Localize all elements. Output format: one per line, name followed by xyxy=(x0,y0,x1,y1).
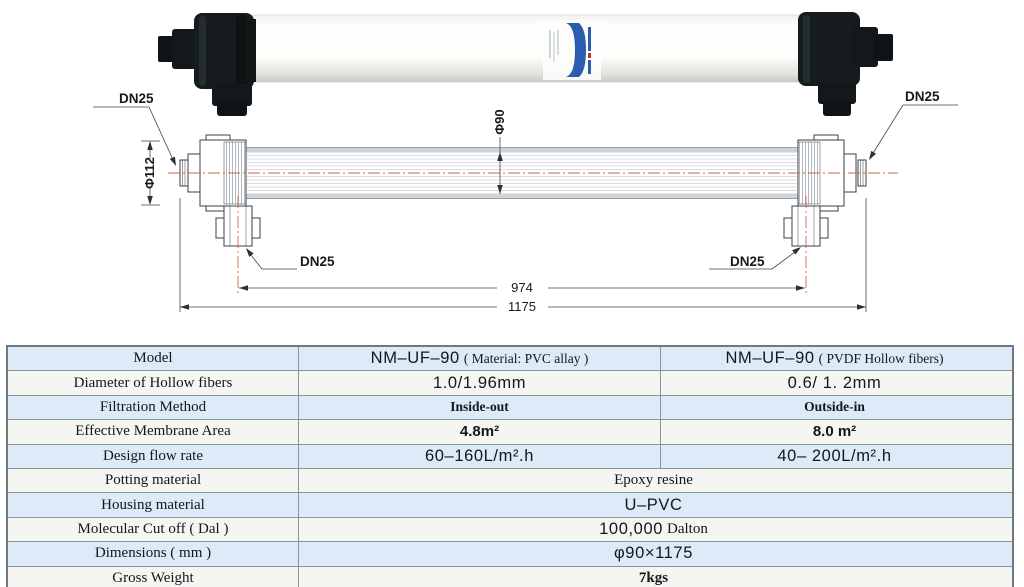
product-label xyxy=(543,20,601,80)
dim-974-label: 974 xyxy=(511,280,533,295)
table-cell-value: U–PVC xyxy=(299,493,1008,516)
table-cell-value: 60–160L/m².h xyxy=(299,444,661,468)
cell-value: 40– 200L/m².h xyxy=(777,446,892,465)
centerlines xyxy=(168,172,898,296)
row-label: Model xyxy=(133,350,173,367)
table-cell-value: Outside-in xyxy=(661,396,1008,419)
dia112-label: Φ112 xyxy=(142,157,157,189)
label-blue-band xyxy=(566,23,586,77)
dim-1175-label: 1175 xyxy=(508,299,536,314)
table-cell-label: Effective Membrane Area xyxy=(8,420,299,444)
cell-note: Dalton xyxy=(667,520,708,537)
table-cell-value: Inside-out xyxy=(299,395,661,420)
row-label: Diameter of Hollow fibers xyxy=(73,374,233,391)
cell-value: U–PVC xyxy=(624,495,683,514)
cell-value: Outside-in xyxy=(804,399,865,415)
end-cap-right-photo xyxy=(798,12,893,116)
row-label: Housing material xyxy=(101,496,205,513)
table-cell-value: 40– 200L/m².h xyxy=(661,445,1008,468)
dia90-label: Φ90 xyxy=(492,109,507,134)
table-row-gross-weight: Gross Weight 7kgs xyxy=(8,566,1012,587)
table-row-dimensions: Dimensions ( mm ) φ90×1175 xyxy=(8,542,1012,567)
table-cell-value: Epoxy resine xyxy=(299,469,1008,492)
membrane-tube-photo xyxy=(245,14,807,83)
dn25-label-top-left: DN25 xyxy=(119,91,154,106)
row-label: Effective Membrane Area xyxy=(75,423,231,440)
table-cell-label: Gross Weight xyxy=(8,566,299,587)
dn25-label-top-right: DN25 xyxy=(905,89,940,104)
table-cell-value: 4.8m² xyxy=(299,420,661,444)
bottom-port-left-photo xyxy=(212,84,252,106)
cell-value: NM–UF–90 xyxy=(370,349,460,368)
cell-value: Inside-out xyxy=(450,399,509,415)
cell-note: ( PVDF Hollow fibers) xyxy=(818,350,944,366)
row-label: Molecular Cut off ( Dal ) xyxy=(77,520,229,537)
table-row-model: Model NM–UF–90( Material: PVC allay ) NM… xyxy=(8,347,1012,372)
table-cell-value: 0.6/ 1. 2mm xyxy=(661,371,1008,394)
table-row-membrane-area: Effective Membrane Area 4.8m² 8.0 m² xyxy=(8,420,1012,445)
dn25-label-bottom-left: DN25 xyxy=(300,254,335,269)
cell-value: NM–UF–90 xyxy=(725,349,815,368)
table-row-design-flow-rate: Design flow rate 60–160L/m².h 40– 200L/m… xyxy=(8,444,1012,469)
fiber-hatch-lines xyxy=(247,155,797,191)
row-label: Gross Weight xyxy=(112,569,194,586)
table-cell-label: Filtration Method xyxy=(8,395,299,420)
cell-value: 100,000 xyxy=(599,519,663,538)
table-cell-label: Potting material xyxy=(8,468,299,493)
cell-value: 0.6/ 1. 2mm xyxy=(787,373,882,392)
table-row-filtration-method: Filtration Method Inside-out Outside-in xyxy=(8,395,1012,421)
table-cell-value: φ90×1175 xyxy=(299,542,1008,565)
table-cell-label: Housing material xyxy=(8,493,299,517)
cell-value: 8.0 m² xyxy=(812,423,857,441)
bottom-port-right-photo xyxy=(818,82,856,104)
table-row-potting-material: Potting material Epoxy resine xyxy=(8,468,1012,494)
cell-value: φ90×1175 xyxy=(614,544,693,563)
table-row-housing-material: Housing material U–PVC xyxy=(8,493,1012,518)
table-row-fiber-diameter: Diameter of Hollow fibers 1.0/1.96mm 0.6… xyxy=(8,371,1012,396)
housing-section-drawing xyxy=(179,134,867,247)
row-label: Potting material xyxy=(104,472,202,489)
dn25-label-bottom-right: DN25 xyxy=(730,254,765,269)
table-cell-value: NM–UF–90( PVDF Hollow fibers) xyxy=(661,347,1008,370)
cell-value: 7kgs xyxy=(638,569,669,586)
cell-value: 1.0/1.96mm xyxy=(432,373,527,392)
cell-note: ( Material: PVC allay ) xyxy=(463,350,589,366)
table-cell-label: Model xyxy=(8,347,299,371)
table-cell-value: 8.0 m² xyxy=(661,420,1008,443)
product-photo xyxy=(158,12,893,116)
row-label: Design flow rate xyxy=(103,447,203,464)
table-cell-label: Diameter of Hollow fibers xyxy=(8,371,299,395)
table-cell-label: Molecular Cut off ( Dal ) xyxy=(8,517,299,542)
dimension-arrowheads xyxy=(147,141,877,310)
cell-value: Epoxy resine xyxy=(614,472,693,489)
end-cap-left-photo xyxy=(158,13,256,116)
technical-drawing: DN25 DN25 DN25 DN25 Φ112 Φ90 974 1175 xyxy=(93,12,958,314)
table-cell-label: Dimensions ( mm ) xyxy=(8,542,299,566)
row-label: Dimensions ( mm ) xyxy=(94,545,212,562)
table-cell-value: 1.0/1.96mm xyxy=(299,371,661,395)
cell-value: 4.8m² xyxy=(459,423,500,441)
row-label: Filtration Method xyxy=(99,398,207,415)
table-cell-value: NM–UF–90( Material: PVC allay ) xyxy=(299,347,661,371)
table-cell-label: Design flow rate xyxy=(8,444,299,468)
dimension-lines xyxy=(93,104,958,312)
table-cell-value: 7kgs xyxy=(299,567,1008,587)
spec-table: Model NM–UF–90( Material: PVC allay ) NM… xyxy=(6,345,1014,587)
cell-value: 60–160L/m².h xyxy=(424,446,535,465)
